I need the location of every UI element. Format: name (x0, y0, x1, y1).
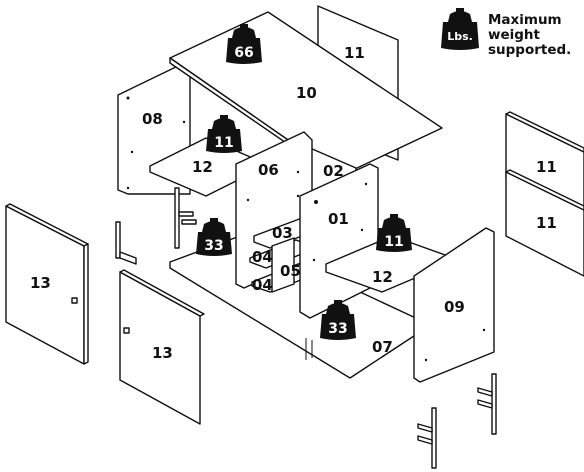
panel-05-divider (271, 237, 295, 293)
leg-right-a (417, 407, 437, 469)
weight-icon-bottom-left: 33 (196, 218, 232, 256)
label-part-11-right-b: 11 (536, 214, 557, 232)
label-part-09: 09 (444, 298, 465, 316)
panel-11-right-b (505, 169, 584, 277)
weight-icon-bottom: 33 (320, 300, 356, 340)
label-part-11-right-a: 11 (536, 158, 557, 176)
weight-value-bottom: 33 (328, 321, 347, 337)
part-labels: 11 10 08 12 06 02 01 03 04 05 04 12 09 0… (30, 44, 557, 362)
lbs-weight-icon: Lbs. (441, 8, 479, 50)
legend-line-1: Maximum (488, 12, 562, 28)
panel-09-right-side (413, 227, 495, 383)
label-part-11-back: 11 (344, 44, 365, 62)
weight-value-bottom-left: 33 (204, 238, 223, 254)
label-part-12-right: 12 (372, 268, 393, 286)
weight-value-left-shelf: 11 (214, 135, 233, 151)
label-part-05: 05 (280, 262, 301, 280)
label-part-01: 01 (328, 210, 349, 228)
weight-icon-top: 66 (226, 24, 262, 64)
label-part-04-b: 04 (252, 276, 273, 294)
weight-value-top: 66 (234, 45, 253, 61)
label-part-12-left: 12 (192, 158, 213, 176)
label-part-13-left: 13 (30, 274, 51, 292)
label-part-03: 03 (272, 224, 293, 242)
panel-11-right-a (505, 111, 584, 219)
weight-value-right-shelf: 11 (384, 234, 403, 250)
label-part-04-a: 04 (252, 248, 273, 266)
weight-icon-right-shelf: 11 (376, 214, 412, 252)
legend-line-2: weight (488, 27, 541, 43)
label-part-13-mid: 13 (152, 344, 173, 362)
legend-lbs-label: Lbs. (447, 30, 473, 43)
label-part-06: 06 (258, 161, 279, 179)
label-part-10: 10 (296, 84, 317, 102)
leg-left-a (174, 187, 197, 249)
label-part-08: 08 (142, 110, 163, 128)
leg-right-b (477, 373, 497, 435)
panel-13-mid-door (119, 269, 205, 425)
label-part-02: 02 (323, 162, 344, 180)
legend: Lbs. Maximum weight supported. (441, 8, 571, 58)
hinge-left (115, 221, 137, 265)
panel-13-left-door (5, 203, 89, 365)
weight-icon-left-shelf: 11 (206, 115, 242, 153)
label-part-07: 07 (372, 338, 393, 356)
legend-line-3: supported. (488, 42, 571, 58)
